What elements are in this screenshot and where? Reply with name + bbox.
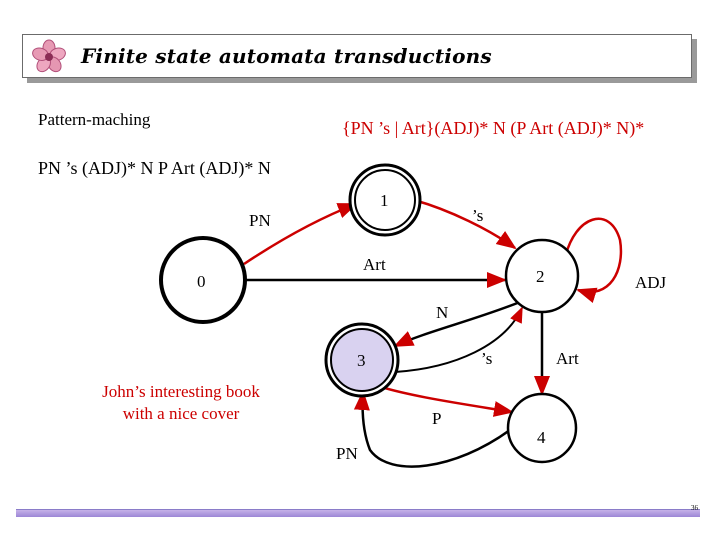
state-3-label: 3 (357, 351, 366, 370)
edge-label-n: N (436, 303, 448, 322)
page-number: 36 (691, 504, 698, 512)
edge-1-2-s (413, 198, 517, 250)
edge-2-2-adj (563, 217, 623, 303)
title-box: Finite state automata transductions (22, 34, 692, 78)
example-pattern: PN ’s (ADJ)* N P Art (ADJ)* N (38, 158, 271, 178)
pattern-label: Pattern-maching (38, 110, 151, 129)
edge-label-pn-top: PN (249, 211, 271, 230)
state-1-label: 1 (380, 191, 389, 210)
state-3 (324, 322, 400, 398)
edge-label-s-mid: ’s (481, 349, 492, 368)
edge-2-3-n (393, 300, 521, 348)
state-2-label: 2 (536, 267, 545, 286)
example-caption: John’s interesting book with a nice cove… (102, 382, 260, 423)
edge-4-3-pn (353, 390, 511, 468)
edge-label-p: P (432, 409, 441, 428)
edge-label-art-mid: Art (556, 349, 579, 368)
edge-label-adj: ADJ (635, 273, 667, 292)
state-0-label: 0 (197, 272, 206, 291)
state-0 (159, 236, 247, 324)
edge-3-2-s (394, 306, 523, 373)
flower-icon (32, 39, 66, 73)
page-title: Finite state automata transductions (81, 44, 492, 68)
edge-label-pn-bottom: PN (336, 444, 358, 463)
footer-bar (16, 509, 700, 517)
state-4 (506, 392, 578, 464)
edge-label-s-top: ’s (472, 206, 483, 225)
edge-0-1-pn (243, 202, 358, 266)
regex-expression: {PN ’s | Art}(ADJ)* N (P Art (ADJ)* N)* (342, 118, 645, 138)
state-1 (348, 163, 422, 237)
state-4-label: 4 (537, 428, 546, 447)
edge-label-art-top: Art (363, 255, 386, 274)
edge-3-4-p (371, 382, 514, 417)
state-2 (504, 238, 580, 314)
